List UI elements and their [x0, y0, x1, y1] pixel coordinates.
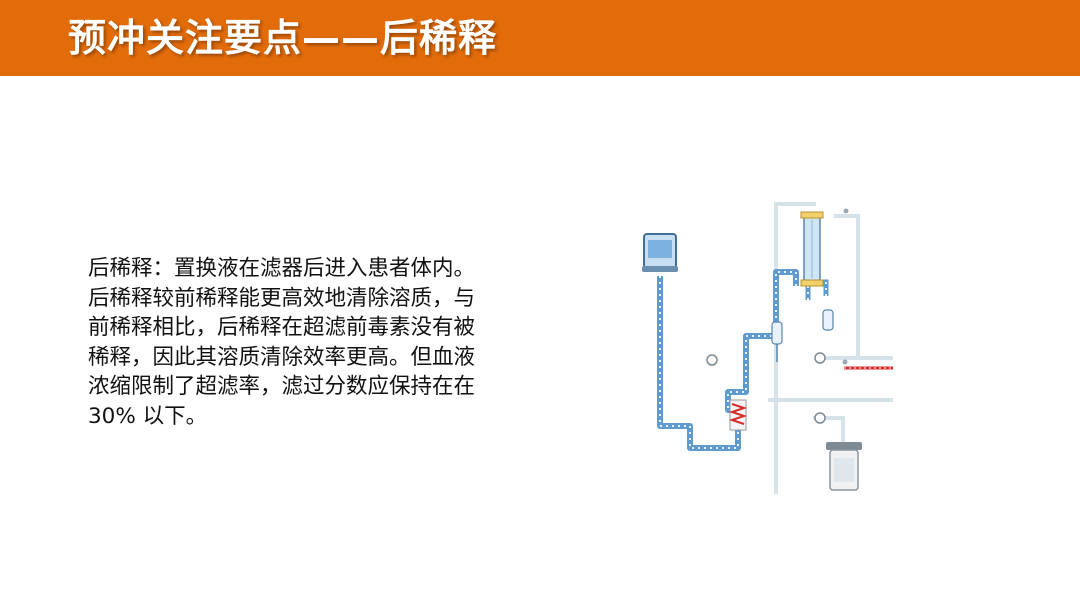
paragraph-line: 稀释，因此其溶质清除效率更高。但血液 — [88, 344, 476, 370]
title-bar: 预冲关注要点——后稀释 — [0, 0, 1080, 76]
paragraph-line: 后稀释较前稀释能更高效地清除溶质，与 — [88, 285, 476, 311]
hemofilter-icon — [800, 211, 824, 287]
slide-title: 预冲关注要点——后稀释 — [68, 16, 498, 60]
fluid-bag-icon — [642, 233, 678, 272]
drip-chamber-icon — [771, 309, 834, 345]
waste-bag-icon — [826, 442, 862, 491]
paragraph-line: 后稀释：置换液在滤器后进入患者体内。 — [88, 256, 476, 281]
paragraph-line: 浓缩限制了超滤率，滤过分数应保持在在 — [88, 374, 476, 399]
clamp-icon — [842, 208, 849, 365]
pressure-gauge-icon — [706, 352, 826, 424]
post-dilution-circuit-diagram — [642, 202, 893, 494]
heater-icon — [728, 399, 748, 431]
body-paragraph: 后稀释：置换液在滤器后进入患者体内。 后稀释较前稀释能更高效地清除溶质，与 前稀… — [88, 254, 558, 431]
paragraph-line: 30% 以下。 — [88, 403, 208, 429]
circuit-frame-lines — [768, 202, 893, 494]
paragraph-line: 前稀释相比，后稀释在超滤前毒素没有被 — [88, 315, 476, 340]
